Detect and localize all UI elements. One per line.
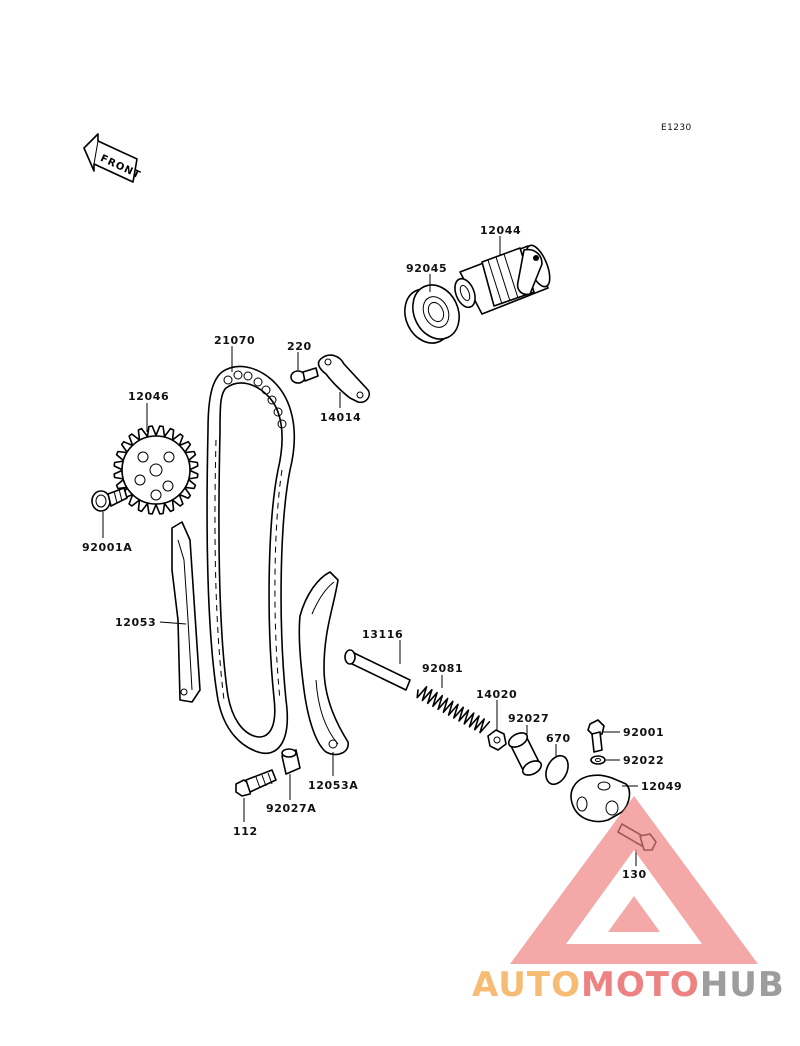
nut-14020 (487, 729, 507, 751)
diagram-code: E1230 (661, 123, 692, 133)
leader-lines (102, 236, 638, 866)
spring-92081 (416, 686, 491, 734)
label-220: 220 (287, 340, 312, 353)
watermark-auto: AUTO (472, 965, 581, 1005)
label-92022: 92022 (623, 754, 664, 767)
label-12046: 12046 (128, 390, 169, 403)
cam-chain-21070 (206, 365, 296, 754)
chain-guide-cover-14014 (317, 354, 371, 404)
bolt-220 (290, 367, 319, 384)
label-92001a: 92001A (82, 541, 132, 554)
part-labels: 12044 92045 21070 220 14014 12046 92001A… (82, 224, 682, 881)
camshaft-12044 (454, 244, 551, 315)
label-92027: 92027 (508, 712, 549, 725)
washer-92022 (590, 755, 606, 765)
label-112: 112 (233, 825, 258, 838)
push-rod-13116 (344, 649, 411, 691)
label-14020: 14020 (476, 688, 517, 701)
bolt-92001 (587, 719, 605, 753)
label-92027a: 92027A (266, 802, 316, 815)
label-12053: 12053 (115, 616, 156, 629)
collar-92027a (281, 748, 301, 775)
bearing-92045 (404, 284, 460, 344)
front-arrow-icon: FRONT (83, 133, 142, 183)
cam-sprocket-12046 (113, 425, 199, 515)
watermark-text: AUTOMOTOHUB (472, 965, 785, 1005)
label-13116: 13116 (362, 628, 403, 641)
label-92081: 92081 (422, 662, 463, 675)
watermark-hub: HUB (700, 965, 785, 1005)
label-21070: 21070 (214, 334, 255, 347)
label-12049: 12049 (641, 780, 682, 793)
collar-92027 (507, 732, 543, 776)
sprocket-bolt-92001a (91, 487, 128, 512)
tensioner-body-12049 (570, 774, 631, 823)
o-ring-670 (545, 754, 569, 786)
label-92001: 92001 (623, 726, 664, 739)
label-670: 670 (546, 732, 571, 745)
watermark: AUTOMOTOHUB (472, 796, 785, 1005)
label-92045: 92045 (406, 262, 447, 275)
watermark-moto: MOTO (581, 965, 700, 1005)
label-12044: 12044 (480, 224, 521, 237)
label-14014: 14014 (320, 411, 361, 424)
label-130: 130 (622, 868, 647, 881)
label-12053a: 12053A (308, 779, 358, 792)
watermark-triangle-icon (510, 796, 758, 964)
tensioner-guide-12053a (298, 571, 349, 756)
bolt-112 (235, 769, 277, 797)
chain-guide-12053 (171, 521, 201, 703)
